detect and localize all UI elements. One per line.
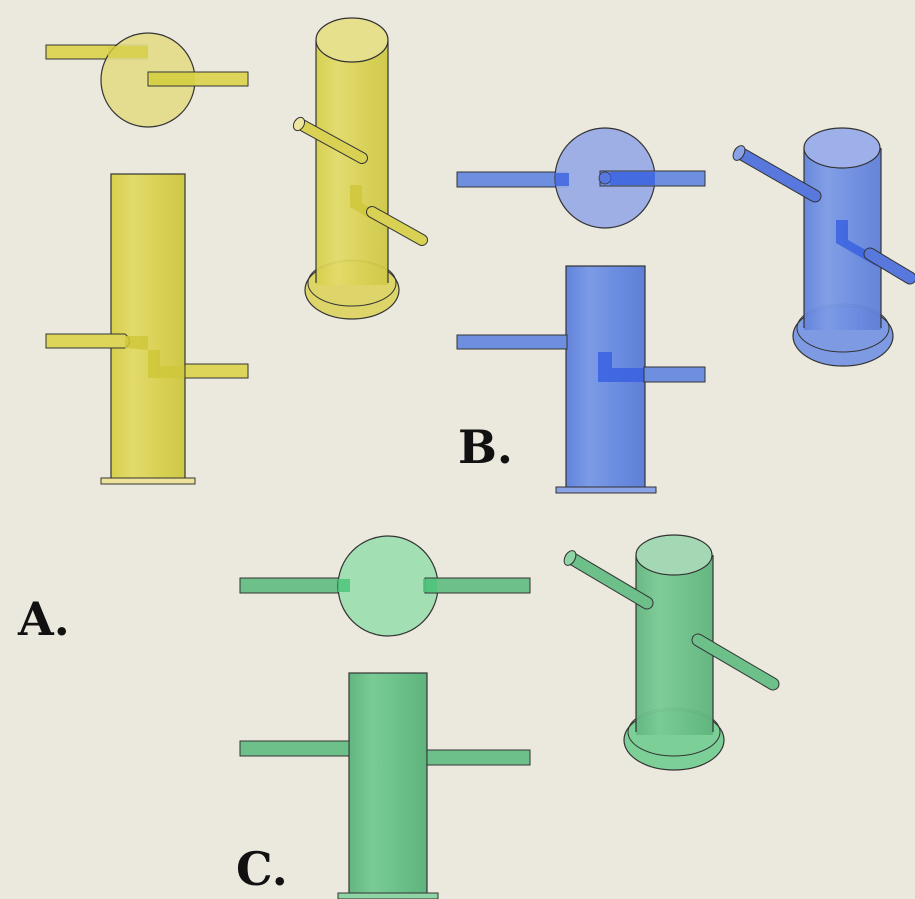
center-port — [598, 171, 612, 185]
panel-b-front-view — [456, 265, 706, 494]
inlet-tube — [239, 740, 350, 757]
panel-b-top-view — [456, 127, 706, 229]
column-base — [337, 892, 439, 899]
column-base — [555, 486, 657, 494]
panel-a-iso-view — [292, 17, 428, 320]
outlet-tube — [864, 248, 915, 284]
inlet-port — [338, 579, 350, 592]
inlet-tube — [295, 119, 367, 163]
panel-label-b: B. — [458, 420, 513, 474]
outlet-tube — [424, 577, 531, 594]
internal-channel — [125, 336, 185, 378]
inlet-port — [555, 173, 569, 186]
outlet-tube — [426, 749, 531, 766]
inlet-tube — [565, 552, 653, 609]
inlet-tube — [239, 577, 351, 594]
inlet-tube — [456, 334, 568, 350]
inlet-tube — [45, 333, 130, 349]
panel-c-front-view — [239, 672, 531, 899]
panel-label-a: A. — [17, 592, 70, 646]
column-top — [635, 534, 713, 576]
outlet-tube — [367, 207, 427, 245]
panel-a-top-view — [45, 32, 249, 128]
column-body — [348, 672, 428, 896]
panel-c-iso-view — [563, 534, 780, 771]
column-top — [803, 127, 881, 169]
panel-a — [45, 17, 428, 485]
panel-label-c: C. — [236, 842, 288, 896]
panel-c-top-view — [239, 535, 531, 637]
outlet-tube-inner — [610, 172, 655, 185]
column-body — [316, 40, 388, 285]
outlet-tube-inner — [150, 73, 195, 85]
column-top — [315, 17, 389, 63]
internal-channel — [598, 352, 645, 382]
outlet-tube — [692, 634, 779, 690]
column-body — [110, 173, 186, 480]
panel-b-iso-view — [732, 127, 915, 367]
inlet-tube — [456, 171, 568, 188]
panel-b — [456, 127, 915, 494]
panel-a-front-view — [45, 173, 249, 485]
outlet-tube — [184, 363, 249, 379]
inlet-tube — [734, 147, 821, 202]
outlet-tube — [643, 366, 706, 383]
panel-c — [239, 534, 780, 899]
outlet-port — [423, 579, 437, 592]
inlet-tube-inner — [108, 46, 148, 58]
column-base — [100, 477, 196, 485]
